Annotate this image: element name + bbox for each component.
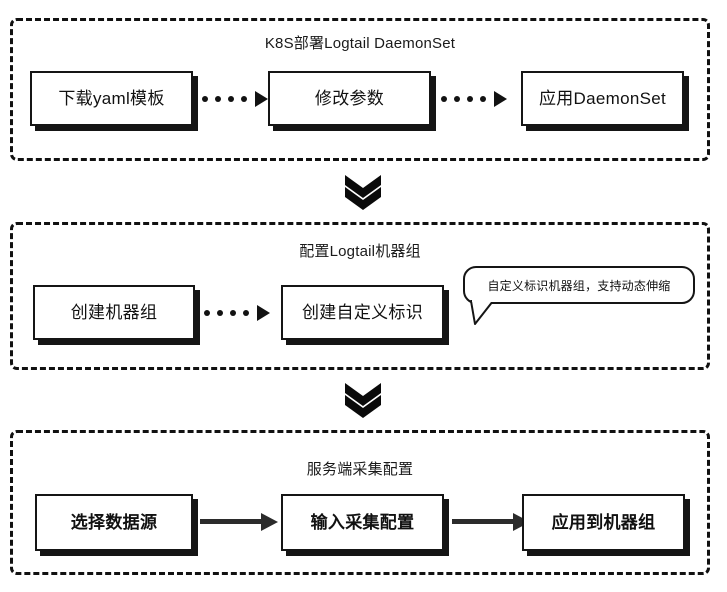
node-apply-to-machine-group[interactable]: 应用到机器组 [522,494,685,551]
connector-shaft [200,519,262,524]
connector-dot [480,96,486,102]
node-create-custom-id[interactable]: 创建自定义标识 [281,285,444,340]
connector-modify-to-apply [441,91,513,107]
group-machine-group [10,222,710,370]
connector-download-to-modify [202,91,274,107]
connector-datasource-to-config [200,513,278,531]
node-modify-params[interactable]: 修改参数 [268,71,431,126]
connector-dot [454,96,460,102]
connector-dot [202,96,208,102]
separator-double-chevron-down-icon-2 [341,380,385,418]
connector-dot [228,96,234,102]
group-title-machine-group: 配置Logtail机器组 [299,243,421,260]
callout-tail-icon [469,299,501,326]
connector-shaft [452,519,514,524]
connector-dot [204,310,210,316]
arrowhead-icon [257,305,270,321]
node-select-datasource[interactable]: 选择数据源 [35,494,193,551]
node-apply-daemonset[interactable]: 应用DaemonSet [521,71,684,126]
group-title-server-collect: 服务端采集配置 [306,461,414,478]
node-input-collect-config[interactable]: 输入采集配置 [281,494,444,551]
arrowhead-icon [494,91,507,107]
connector-dot [467,96,473,102]
connector-create-group-to-custom-id [204,305,276,321]
separator-double-chevron-down-icon-1 [341,172,385,210]
arrowhead-icon [255,91,268,107]
connector-dot [230,310,236,316]
node-create-machine-group[interactable]: 创建机器组 [33,285,195,340]
connector-dot [441,96,447,102]
arrowhead-icon [261,513,278,531]
group-title-k8s-deploy: K8S部署Logtail DaemonSet [264,35,456,52]
connector-dot [241,96,247,102]
connector-dot [215,96,221,102]
connector-dot [217,310,223,316]
node-download-yaml[interactable]: 下载yaml模板 [30,71,193,126]
connector-dot [243,310,249,316]
connector-config-to-machine-group [452,513,530,531]
callout-custom-id-note: 自定义标识机器组，支持动态伸缩 [463,266,695,304]
group-server-collect [10,430,710,575]
group-k8s-deploy [10,18,710,161]
